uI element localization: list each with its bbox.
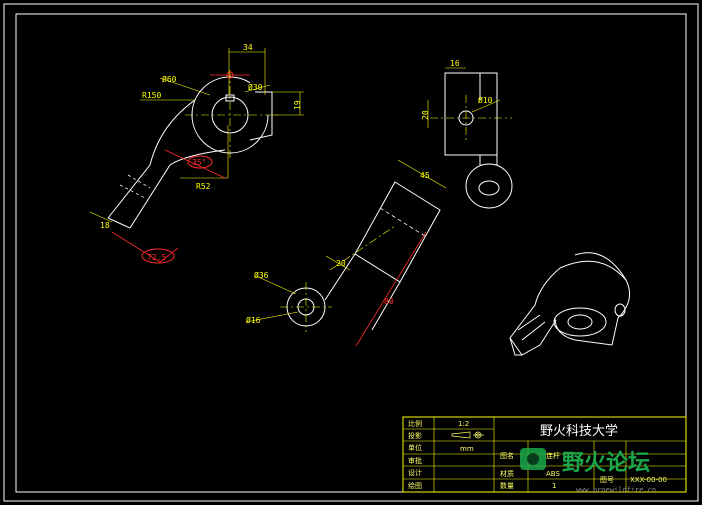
dim-line-d60 (159, 77, 211, 96)
dim-line-r52 (164, 149, 226, 179)
tb-value-name: 连杆 (546, 451, 560, 460)
dim-35: 35° (192, 158, 206, 167)
main-keyway (225, 94, 235, 102)
main-hub-bore (211, 96, 249, 134)
aux-view: 45 20 Ø36 Ø16 80 (245, 159, 447, 347)
tb-label-material: 材质 (500, 469, 514, 478)
tb-label-mark: 投影 (408, 431, 422, 440)
main-arm-upper (107, 99, 196, 219)
tb-value-qty: 1 (552, 482, 556, 490)
main-arm-end (107, 217, 131, 229)
dim-19: 19 (293, 100, 302, 110)
projection-symbol-icon (451, 431, 484, 439)
outer-border (3, 3, 699, 502)
main-view: 34 Ø60 Ø30 R150 19 35° R52 18 72.5 (89, 43, 304, 264)
dim-r150: R150 (142, 91, 161, 100)
side-hole (458, 110, 474, 126)
dim-d16: Ø16 (246, 315, 261, 325)
tb-value-drawno: XXX-00-00 (630, 476, 667, 484)
watermark: 野火论坛 www.proewildfire.cn (520, 448, 656, 494)
tb-value-scale: 1:2 (458, 420, 469, 428)
dim-line-d30 (244, 84, 271, 93)
side-body (444, 72, 498, 156)
tb-label-hand: 审批 (408, 456, 422, 465)
dim-d60: Ø60 (162, 74, 177, 84)
tb-label-scale: 比例 (408, 419, 422, 428)
dim-line-725 (111, 231, 161, 263)
main-arm-hidden (119, 174, 151, 199)
dim-aux-20: 20 (336, 259, 346, 268)
tb-label-drawno: 图号 (600, 476, 614, 484)
title-block: 比例 投影 单位 审批 设计 绘图 1:2 mm 野火科技大学 图名 连杆 材质… (402, 416, 687, 493)
dim-34: 34 (243, 43, 253, 52)
tb-school: 野火科技大学 (540, 423, 618, 439)
side-view: 16 20 Ø10 (421, 59, 513, 209)
tb-value-material: ABS (546, 470, 560, 478)
dim-d10: Ø10 (478, 95, 493, 105)
tb-label-unit: 单位 (408, 443, 422, 452)
dim-725: 72.5 (147, 253, 166, 262)
tb-label-design: 设计 (408, 468, 422, 477)
dim-line-18 (89, 211, 113, 223)
angle-mark (187, 155, 213, 169)
main-lug (249, 91, 273, 141)
dim-line-80 (355, 231, 427, 347)
watermark-text: 野火论坛 (562, 450, 650, 476)
iso-view (509, 252, 631, 356)
main-arm-lower (129, 149, 226, 229)
tb-value-unit: mm (460, 445, 474, 453)
tb-label-check: 绘图 (408, 481, 422, 490)
dim-r52: R52 (196, 182, 211, 191)
inner-border (15, 13, 687, 493)
dim-45: 45 (420, 171, 430, 180)
main-hub-outer (191, 76, 269, 154)
dim-18: 18 (100, 221, 110, 230)
dim-20: 20 (421, 110, 430, 120)
watermark-url: www.proewildfire.cn (576, 486, 656, 494)
tb-label-name: 图名 (500, 451, 514, 460)
side-eye (465, 163, 513, 209)
tb-label-qty: 数量 (500, 481, 514, 490)
dim-d30: Ø30 (248, 82, 263, 92)
dim-d36: Ø36 (254, 270, 269, 280)
forum-logo-icon (520, 448, 546, 470)
dim-16: 16 (450, 59, 460, 68)
dim-80: 80 (384, 297, 394, 306)
aux-block (354, 181, 441, 283)
